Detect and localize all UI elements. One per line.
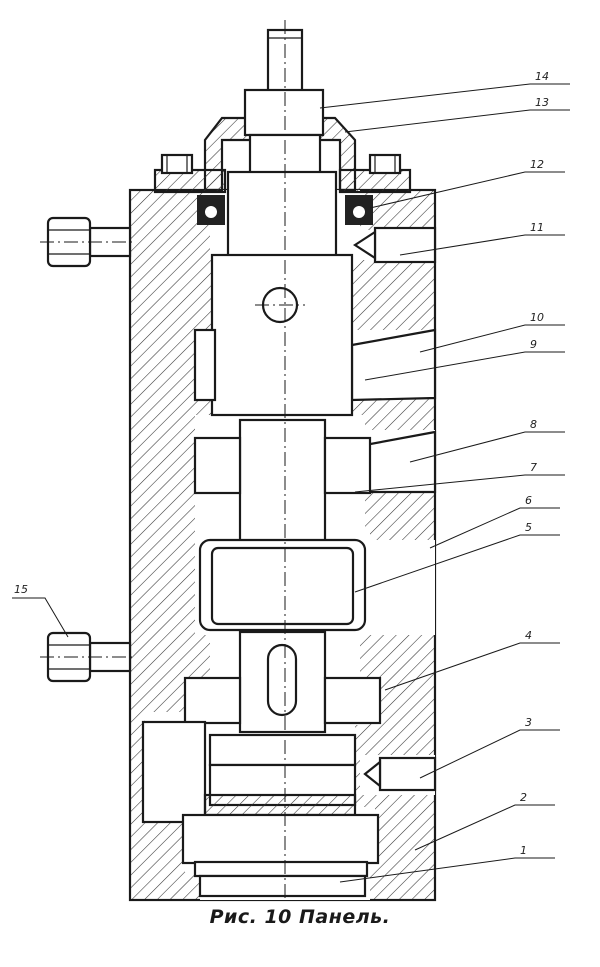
lower-chamber <box>141 720 380 898</box>
right-port-cones <box>350 328 437 494</box>
right-plug-3 <box>363 756 437 792</box>
label-12: 12 <box>530 158 544 171</box>
seal-rings-12 <box>197 195 373 225</box>
rod-4 <box>183 630 382 734</box>
piston-5 <box>198 538 367 632</box>
label-3: 3 <box>525 716 532 729</box>
label-7: 7 <box>530 461 537 474</box>
spool-upper-block <box>193 253 354 417</box>
label-11: 11 <box>530 221 544 234</box>
label-4: 4 <box>525 629 532 642</box>
label-2: 2 <box>520 791 527 804</box>
label-15: 15 <box>14 583 28 596</box>
figure-caption: Рис. 10 Панель. <box>209 906 391 928</box>
label-13: 13 <box>535 96 549 109</box>
label-14: 14 <box>535 70 549 83</box>
label-1: 1 <box>520 844 527 857</box>
label-5: 5 <box>525 521 532 534</box>
label-8: 8 <box>530 418 537 431</box>
valve-stem-14 <box>226 28 338 259</box>
label-10: 10 <box>530 311 544 324</box>
label-6: 6 <box>525 494 532 507</box>
leader-lines <box>12 83 570 883</box>
right-plug-11 <box>352 226 437 264</box>
spool-middle <box>193 418 372 547</box>
part-number-labels: 14 13 12 11 10 9 8 7 6 5 4 3 2 1 15 <box>14 70 549 857</box>
label-9: 9 <box>530 338 537 351</box>
